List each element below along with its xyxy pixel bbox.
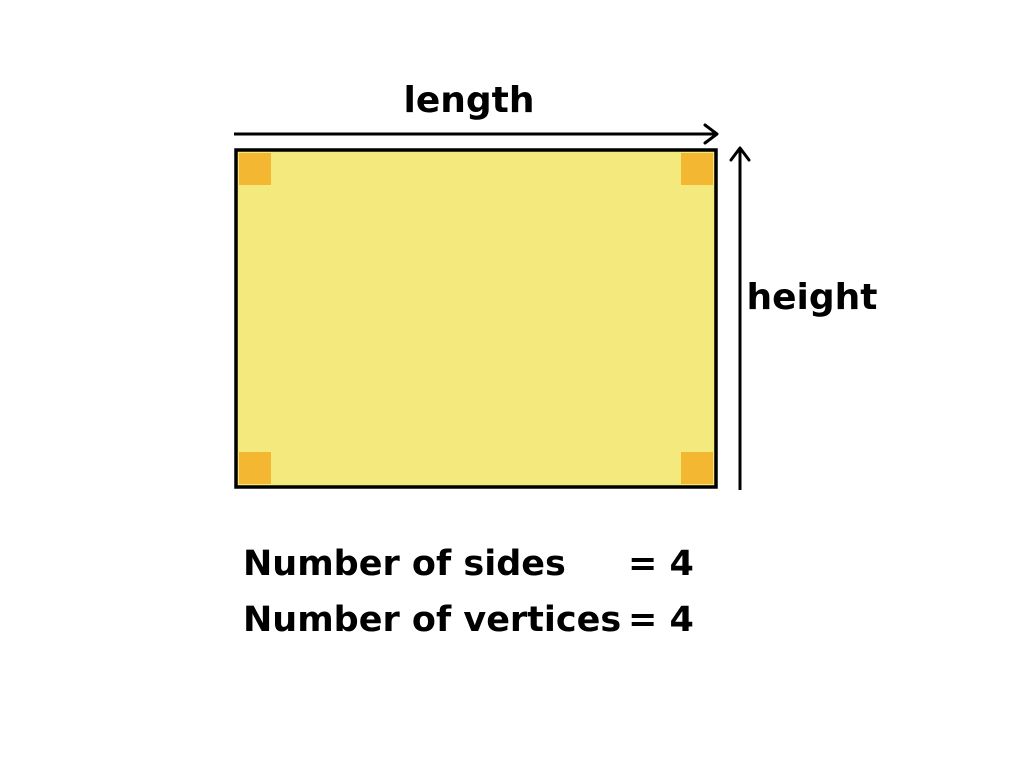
sides-fact-value: = 4 [628, 544, 694, 584]
vertices-fact-value: = 4 [628, 600, 694, 640]
sides-fact: Number of sides = 4 [243, 536, 694, 592]
length-label: length [404, 80, 535, 121]
rectangle-shape [234, 148, 718, 489]
vertex-marker-bottom-right [681, 452, 713, 484]
height-label: height [747, 277, 878, 318]
vertex-marker-bottom-left [239, 452, 271, 484]
vertex-marker-top-right [681, 153, 713, 185]
height-arrow [729, 146, 751, 490]
sides-fact-label: Number of sides [243, 544, 566, 584]
vertex-marker-top-left [239, 153, 271, 185]
shape-facts: Number of sides = 4 Number of vertices =… [243, 536, 694, 648]
vertices-fact: Number of vertices = 4 [243, 592, 694, 648]
length-arrow [234, 123, 719, 145]
vertices-fact-label: Number of vertices [243, 600, 622, 640]
